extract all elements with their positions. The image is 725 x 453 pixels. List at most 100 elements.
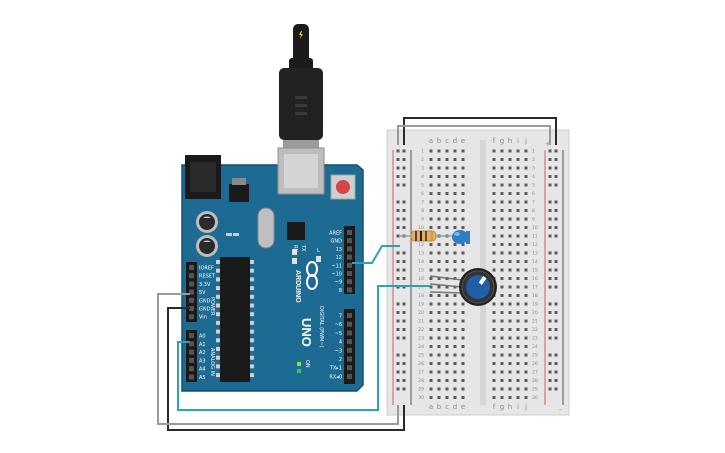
rail-hole[interactable]	[402, 319, 406, 323]
breadboard-hole[interactable]	[508, 311, 512, 314]
rail-hole[interactable]	[402, 336, 406, 340]
header-pin[interactable]	[189, 306, 194, 311]
breadboard-hole[interactable]	[492, 226, 496, 229]
header-pin[interactable]	[347, 287, 352, 293]
breadboard-hole[interactable]	[429, 353, 433, 357]
rail-hole[interactable]	[396, 277, 400, 280]
breadboard-hole[interactable]	[508, 149, 512, 153]
rail-hole[interactable]	[554, 302, 558, 306]
breadboard-hole[interactable]	[437, 353, 441, 357]
breadboard-hole[interactable]	[461, 328, 465, 331]
breadboard-hole[interactable]	[461, 251, 465, 255]
breadboard-hole[interactable]	[508, 285, 512, 289]
breadboard-hole[interactable]	[453, 353, 457, 357]
breadboard-hole[interactable]	[437, 336, 441, 340]
breadboard-hole[interactable]	[492, 387, 496, 391]
breadboard-hole[interactable]	[500, 200, 504, 204]
breadboard-hole[interactable]	[445, 302, 449, 306]
breadboard-hole[interactable]	[429, 158, 433, 161]
rail-hole[interactable]	[402, 217, 406, 221]
rail-hole[interactable]	[548, 362, 552, 365]
breadboard-hole[interactable]	[461, 200, 465, 204]
rail-hole[interactable]	[548, 277, 552, 280]
breadboard-hole[interactable]	[453, 345, 457, 348]
breadboard-hole[interactable]	[429, 362, 433, 365]
breadboard-hole[interactable]	[500, 158, 504, 161]
breadboard-hole[interactable]	[437, 345, 441, 348]
breadboard-hole[interactable]	[453, 183, 457, 187]
breadboard-hole[interactable]	[429, 243, 433, 246]
breadboard-hole[interactable]	[516, 387, 520, 391]
breadboard-hole[interactable]	[492, 396, 496, 399]
breadboard-hole[interactable]	[453, 192, 457, 195]
breadboard-hole[interactable]	[492, 260, 496, 263]
breadboard-hole[interactable]	[492, 370, 496, 374]
rail-hole[interactable]	[396, 268, 400, 272]
breadboard-hole[interactable]	[500, 362, 504, 365]
breadboard-hole[interactable]	[508, 226, 512, 229]
rail-hole[interactable]	[402, 158, 406, 161]
breadboard-hole[interactable]	[516, 370, 520, 374]
breadboard-hole[interactable]	[492, 311, 496, 314]
header-pin[interactable]	[347, 365, 352, 371]
breadboard-hole[interactable]	[500, 294, 504, 297]
breadboard-hole[interactable]	[500, 234, 504, 238]
breadboard-hole[interactable]	[516, 226, 520, 229]
breadboard-hole[interactable]	[461, 302, 465, 306]
rail-hole[interactable]	[402, 175, 406, 178]
breadboard-hole[interactable]	[445, 158, 449, 161]
rail-hole[interactable]	[396, 158, 400, 161]
wire-teal-d13[interactable]	[352, 245, 400, 264]
breadboard-hole[interactable]	[461, 175, 465, 178]
breadboard-hole[interactable]	[429, 183, 433, 187]
breadboard-hole[interactable]	[461, 336, 465, 340]
rail-hole[interactable]	[402, 302, 406, 306]
breadboard-hole[interactable]	[492, 149, 496, 153]
header-pin[interactable]	[347, 347, 352, 353]
breadboard-hole[interactable]	[429, 336, 433, 340]
breadboard-hole[interactable]	[508, 251, 512, 255]
breadboard-hole[interactable]	[508, 166, 512, 170]
rail-hole[interactable]	[554, 268, 558, 272]
breadboard-hole[interactable]	[524, 149, 528, 153]
rail-hole[interactable]	[548, 226, 552, 229]
breadboard-hole[interactable]	[461, 353, 465, 357]
breadboard-hole[interactable]	[492, 243, 496, 246]
rail-hole[interactable]	[402, 353, 406, 357]
header-pin[interactable]	[189, 349, 194, 355]
rail-hole[interactable]	[396, 311, 400, 314]
breadboard-hole[interactable]	[445, 183, 449, 187]
rail-hole[interactable]	[396, 387, 400, 391]
breadboard-hole[interactable]	[524, 192, 528, 195]
rail-hole[interactable]	[396, 328, 400, 331]
rail-hole[interactable]	[554, 251, 558, 255]
breadboard-hole[interactable]	[461, 387, 465, 391]
rail-hole[interactable]	[396, 175, 400, 178]
breadboard-hole[interactable]	[437, 277, 441, 280]
breadboard-hole[interactable]	[516, 336, 520, 340]
arduino-uno-board[interactable]: TX RX L ARDUINO UNO DIGITAL (PWM~) ON AR…	[181, 147, 364, 392]
breadboard-hole[interactable]	[437, 226, 441, 229]
rail-hole[interactable]	[402, 226, 406, 229]
breadboard-hole[interactable]	[492, 336, 496, 340]
rail-hole[interactable]	[396, 319, 400, 323]
header-pin[interactable]	[347, 339, 352, 345]
breadboard-hole[interactable]	[429, 149, 433, 153]
breadboard-hole[interactable]	[492, 379, 496, 382]
breadboard-hole[interactable]	[429, 302, 433, 306]
breadboard-hole[interactable]	[437, 209, 441, 212]
breadboard-hole[interactable]	[508, 158, 512, 161]
breadboard-hole[interactable]	[492, 319, 496, 323]
breadboard-hole[interactable]	[524, 370, 528, 374]
breadboard-hole[interactable]	[445, 285, 449, 289]
breadboard-hole[interactable]	[516, 209, 520, 212]
breadboard-hole[interactable]	[437, 396, 441, 399]
breadboard-hole[interactable]	[429, 345, 433, 348]
breadboard-hole[interactable]	[516, 175, 520, 178]
breadboard-hole[interactable]	[437, 387, 441, 391]
breadboard-hole[interactable]	[461, 183, 465, 187]
breadboard-hole[interactable]	[492, 362, 496, 365]
breadboard-hole[interactable]	[453, 166, 457, 170]
breadboard-hole[interactable]	[516, 353, 520, 357]
header-pin[interactable]	[189, 366, 194, 372]
